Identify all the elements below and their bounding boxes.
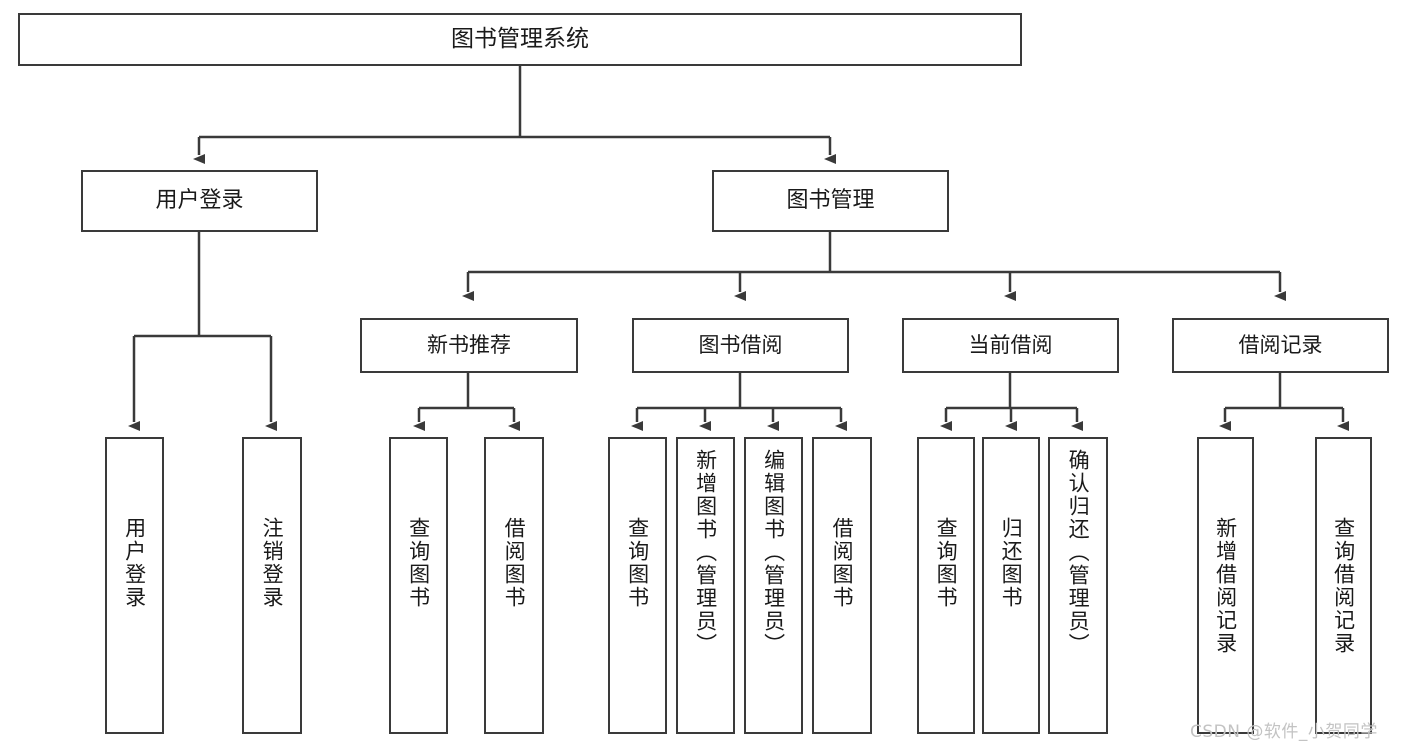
node-book-borrow[interactable]: 图书借阅 xyxy=(632,318,849,373)
leaf-user-login-signin[interactable]: 用户登录 xyxy=(105,437,164,734)
leaf-borrow-add-book-admin[interactable]: 新增图书（管理员） xyxy=(676,437,735,734)
node-label: 新增借阅记录 xyxy=(1213,517,1238,655)
node-label: 查询图书 xyxy=(625,517,650,609)
node-label: 新增图书（管理员） xyxy=(693,449,718,656)
node-user-login[interactable]: 用户登录 xyxy=(81,170,318,232)
node-label: 借阅图书 xyxy=(502,517,527,609)
node-label: 归还图书 xyxy=(999,517,1024,609)
node-label: 注销登录 xyxy=(260,517,285,609)
node-label: 编辑图书（管理员） xyxy=(761,449,786,656)
leaf-current-return-book[interactable]: 归还图书 xyxy=(982,437,1040,734)
node-label: 借阅图书 xyxy=(830,517,855,609)
node-label: 当前借阅 xyxy=(968,333,1053,358)
node-label: 图书管理 xyxy=(786,188,875,214)
leaf-current-query-book[interactable]: 查询图书 xyxy=(917,437,975,734)
node-root-system[interactable]: 图书管理系统 xyxy=(18,13,1022,66)
csdn-watermark: CSDN @软件_小贺同学 xyxy=(1190,722,1378,742)
node-label: 图书管理系统 xyxy=(451,26,589,53)
leaf-record-query-borrow-record[interactable]: 查询借阅记录 xyxy=(1315,437,1372,734)
leaf-borrow-edit-book-admin[interactable]: 编辑图书（管理员） xyxy=(744,437,803,734)
leaf-user-login-signout[interactable]: 注销登录 xyxy=(242,437,302,734)
node-label: 查询借阅记录 xyxy=(1331,517,1356,655)
node-label: 确认归还（管理员） xyxy=(1066,449,1091,656)
node-label: 查询图书 xyxy=(406,517,431,609)
leaf-borrow-query-book[interactable]: 查询图书 xyxy=(608,437,667,734)
leaf-new-book-borrow[interactable]: 借阅图书 xyxy=(484,437,544,734)
node-label: 图书借阅 xyxy=(698,333,783,358)
node-borrow-record[interactable]: 借阅记录 xyxy=(1172,318,1389,373)
node-book-management[interactable]: 图书管理 xyxy=(712,170,949,232)
leaf-record-add-borrow-record[interactable]: 新增借阅记录 xyxy=(1197,437,1254,734)
leaf-borrow-borrow-book[interactable]: 借阅图书 xyxy=(812,437,872,734)
leaf-new-book-query[interactable]: 查询图书 xyxy=(389,437,448,734)
node-new-book-recommend[interactable]: 新书推荐 xyxy=(360,318,578,373)
node-label: 新书推荐 xyxy=(427,333,511,358)
node-label: 借阅记录 xyxy=(1238,333,1323,358)
node-current-borrow[interactable]: 当前借阅 xyxy=(902,318,1119,373)
node-label: 用户登录 xyxy=(122,517,147,609)
node-label: 查询图书 xyxy=(934,517,959,609)
node-label: 用户登录 xyxy=(155,188,244,214)
leaf-current-confirm-return-admin[interactable]: 确认归还（管理员） xyxy=(1048,437,1108,734)
